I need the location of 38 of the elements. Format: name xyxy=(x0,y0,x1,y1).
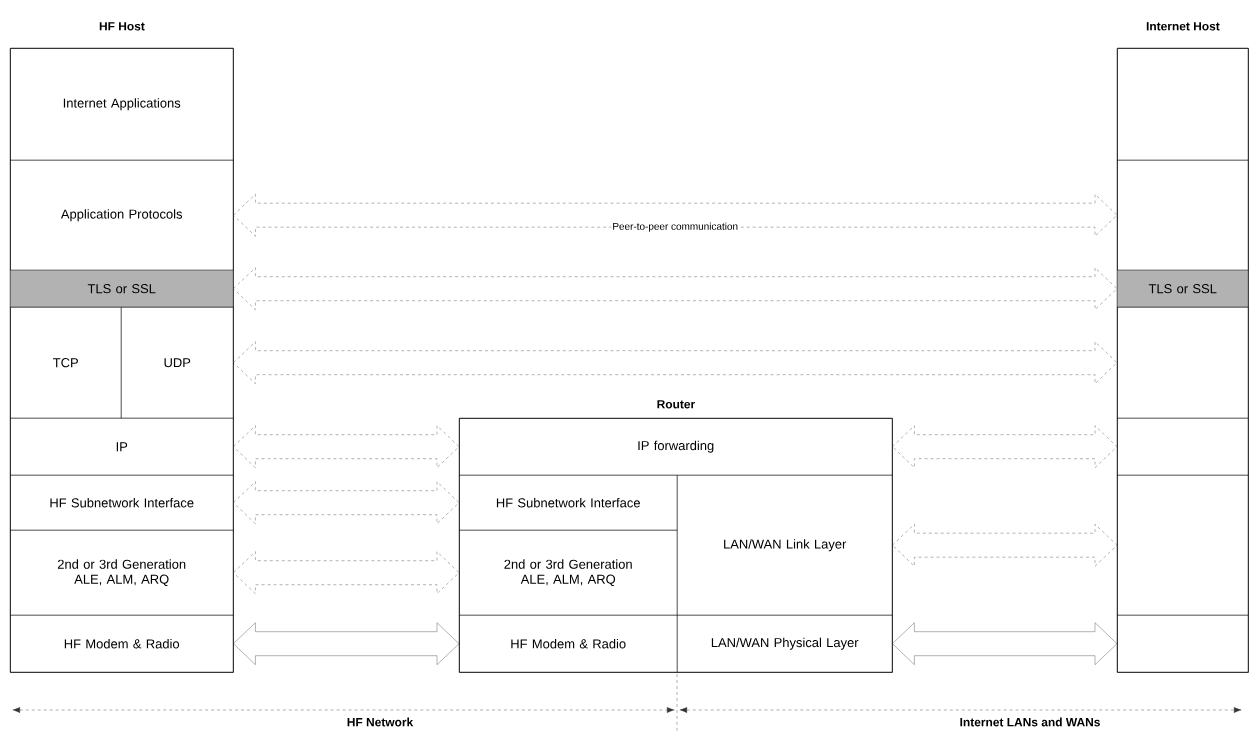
layer-box: TCP xyxy=(10,307,122,419)
node-label: HF Host xyxy=(99,22,145,31)
double-arrow xyxy=(892,425,1118,468)
network-label: HF Network xyxy=(345,716,415,728)
network-label: Internet LANs and WANs xyxy=(958,716,1102,728)
layer-box xyxy=(1117,307,1249,419)
layer-box: 2nd or 3rd Generation ALE, ALM, ARQ xyxy=(10,530,234,616)
layer-box: IP forwarding xyxy=(459,418,893,476)
edge-label: Peer-to-peer communication xyxy=(611,221,740,233)
double-arrow xyxy=(892,524,1118,567)
layer-box: HF Modem & Radio xyxy=(10,615,234,673)
layer-box: HF Modem & Radio xyxy=(459,615,678,673)
layer-box: 2nd or 3rd Generation ALE, ALM, ARQ xyxy=(459,530,678,616)
layer-box: HF Subnetwork Interface xyxy=(459,475,678,531)
double-arrow xyxy=(233,194,1118,237)
layer-box xyxy=(1117,418,1249,476)
double-arrow xyxy=(233,481,460,524)
layer-box xyxy=(1117,160,1249,271)
double-arrow xyxy=(233,551,460,594)
double-arrow xyxy=(233,267,1118,310)
layer-box xyxy=(1117,48,1249,161)
node-label: Internet Host xyxy=(1146,22,1220,31)
layer-box: LAN/WAN Physical Layer xyxy=(677,615,893,673)
layer-box: Application Protocols xyxy=(10,160,234,271)
layer-box: IP xyxy=(10,418,234,476)
layer-box xyxy=(1117,615,1249,673)
double-arrow xyxy=(233,425,460,468)
node-label: Router xyxy=(657,400,695,409)
layer-box: TLS or SSL xyxy=(10,270,234,308)
layer-box: Internet Applications xyxy=(10,48,234,161)
double-arrow xyxy=(233,341,1118,384)
layer-box: TLS or SSL xyxy=(1117,270,1249,308)
double-arrow xyxy=(892,622,1118,665)
layer-box: UDP xyxy=(121,307,234,419)
layer-box: HF Subnetwork Interface xyxy=(10,475,234,531)
layer-box: LAN/WAN Link Layer xyxy=(677,475,893,616)
layer-box xyxy=(1117,475,1249,616)
double-arrow xyxy=(233,622,460,665)
